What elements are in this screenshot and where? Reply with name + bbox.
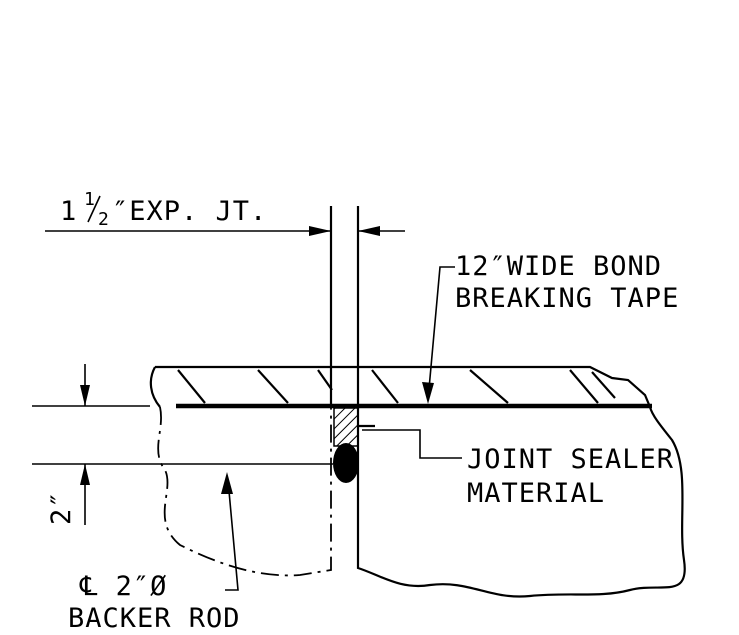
joint-sealer-fill [333,407,359,447]
backer-rod [333,443,359,483]
backer-rod-label-line1: ℄ 2″Ø [79,571,167,602]
sealer-leader [362,429,462,459]
left-slab-hidden-outline [157,406,332,577]
bond-tape-arrow [422,382,434,404]
slab-left-break [149,366,161,408]
slab-hatching [177,369,616,404]
bond-tape-leader [427,266,455,401]
sealer-label-line1: JOINT SEALER [467,444,674,475]
svg-text:1: 1 [60,196,77,227]
exp-jt-arrow-left [309,226,331,236]
exp-jt-label: 1 1 2 ″EXP. JT. [60,189,267,230]
bond-tape-label-line1: 12″WIDE BOND [455,251,662,282]
right-slab-outline [356,406,686,598]
svg-text:1: 1 [84,189,96,210]
depth-top-arrow [80,385,90,406]
svg-text:″EXP. JT.: ″EXP. JT. [112,196,267,227]
slab-outline [155,365,652,408]
svg-text:2: 2 [98,209,110,230]
backer-rod-arrow [221,472,233,494]
depth-bottom-arrow [80,464,90,485]
backer-rod-label-line2: BACKER ROD [68,603,241,634]
bond-tape-label-line2: BREAKING TAPE [455,283,679,314]
sealer-label-line2: MATERIAL [467,478,605,509]
exp-jt-arrow-right [358,226,380,236]
backer-rod-leader [225,479,239,591]
depth-label: 2″ [46,490,77,525]
